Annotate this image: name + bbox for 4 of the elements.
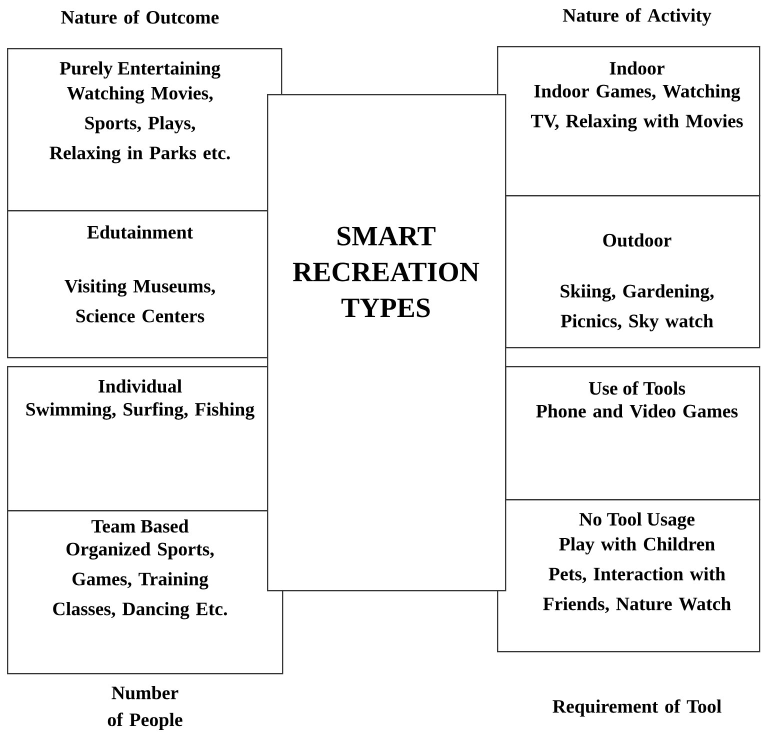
group-heading: Requirement of Tool [552,699,722,717]
group-heading: Nature of Activity [562,8,712,26]
group-heading: Nature of Outcome [61,10,219,24]
center-box: SMART RECREATION TYPES [267,94,506,592]
